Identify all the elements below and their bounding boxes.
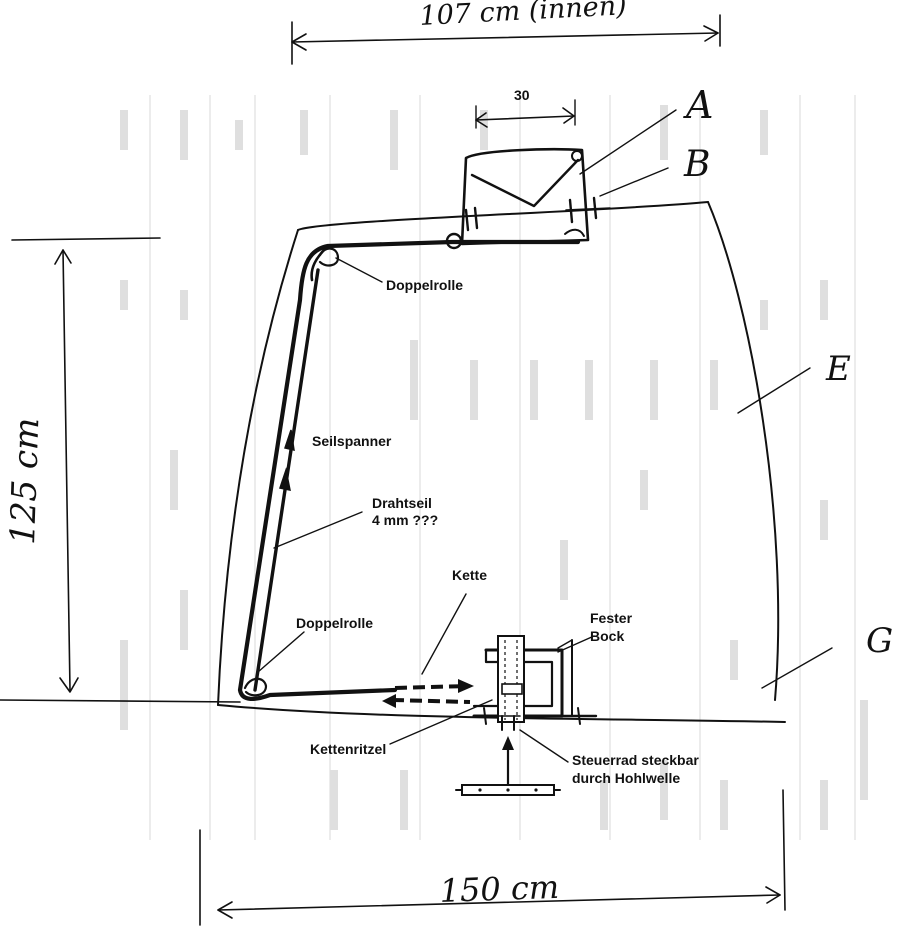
leader-fixed-block — [557, 635, 595, 653]
label-sprocket: Kettenritzel — [310, 741, 386, 757]
dimension-bottom-width-text: 150 cm — [439, 868, 560, 910]
box-width-label: 30 — [514, 87, 530, 103]
steering-wheel — [455, 736, 561, 796]
label-pulley-bottom: Doppelrolle — [296, 615, 373, 631]
leader-pulley-bottom — [257, 631, 305, 673]
wire-rope — [237, 232, 581, 701]
dimension-top-width: 107 cm (innen) — [291, 0, 721, 65]
label-wheel-line2: durch Hohlwelle — [572, 770, 680, 786]
label-tensioner: Seilspanner — [312, 433, 392, 449]
dimension-bottom-width: 150 cm — [199, 789, 786, 926]
dimension-height: 125 cm — [0, 237, 241, 703]
chain — [382, 593, 474, 708]
label-wire-line1: Drahtseil — [372, 495, 432, 511]
label-letter-g: G — [866, 621, 893, 661]
leader-wire — [273, 511, 363, 549]
leader-g — [761, 647, 833, 689]
label-letter-e: E — [825, 349, 851, 389]
leader-pulley-top — [335, 257, 383, 283]
label-pulley-top: Doppelrolle — [386, 277, 463, 293]
outer-frame — [217, 201, 833, 723]
dimension-top-width-text: 107 cm (innen) — [419, 0, 628, 32]
leader-a — [579, 109, 677, 175]
label-fixed-block-line2: Bock — [590, 628, 624, 644]
top-box: 30 — [460, 87, 677, 246]
background-print — [120, 95, 868, 840]
label-letter-a: A — [683, 83, 713, 127]
label-letter-b: B — [683, 144, 710, 185]
label-fixed-block-line1: Fester — [590, 610, 633, 626]
fixed-block-assembly — [472, 635, 598, 731]
label-wheel-line1: Steuerrad steckbar — [572, 752, 699, 768]
label-chain: Kette — [452, 567, 487, 583]
leader-e — [737, 367, 811, 414]
dimension-height-text: 125 cm — [3, 417, 47, 545]
label-wire-line2: 4 mm ??? — [372, 512, 438, 528]
leader-chain — [421, 593, 467, 675]
leader-wheel — [519, 729, 569, 763]
leader-b — [599, 167, 669, 197]
leader-sprocket — [389, 699, 493, 745]
